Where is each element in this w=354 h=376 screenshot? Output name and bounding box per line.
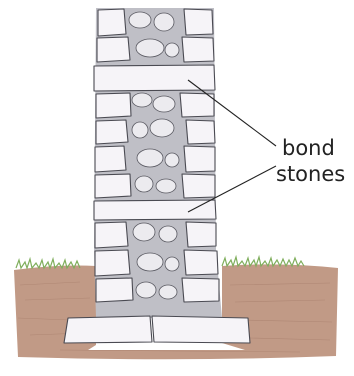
- footing-stone-right: [152, 316, 250, 343]
- bond-stones-label-line2: stones: [276, 162, 345, 186]
- foundation-stones: [64, 316, 250, 343]
- bond-stone-lower: [94, 200, 216, 220]
- bond-stones-label-line1: bond: [282, 136, 335, 160]
- footing-stone-left: [64, 316, 152, 343]
